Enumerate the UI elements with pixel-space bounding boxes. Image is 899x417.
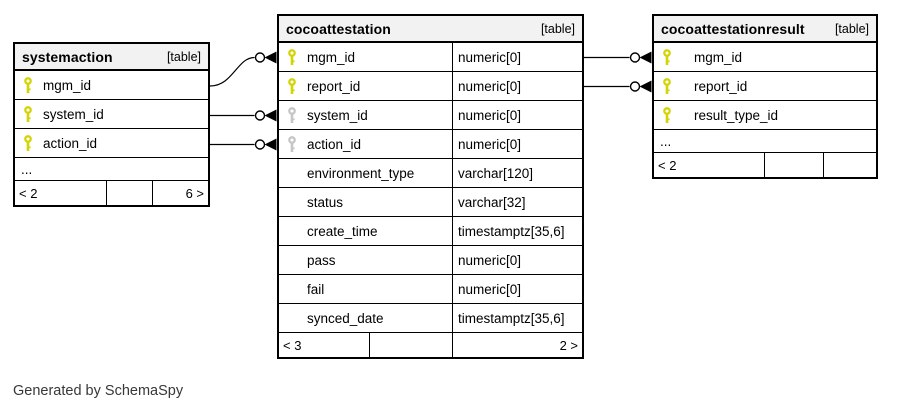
table-row: status varchar[32]: [279, 188, 582, 217]
footer-parents-count: < 2: [658, 157, 677, 173]
column-name: system_id: [307, 107, 368, 123]
column-type: numeric[0]: [452, 43, 582, 71]
table-title: cocoattestation: [286, 20, 391, 37]
generated-by-note: Generated by SchemaSpy: [13, 383, 184, 399]
hidden-columns-ellipsis: ...: [654, 130, 876, 153]
footer-children-count: 6 >: [185, 185, 204, 201]
column-name: mgm_id: [307, 49, 356, 65]
relationship-system-id: [210, 109, 277, 122]
column-name: action_id: [307, 136, 362, 152]
footer-parents-count: < 3: [283, 337, 302, 353]
table-row: pass numeric[0]: [279, 246, 582, 275]
footer-middle-cell: [369, 333, 453, 357]
foreign-key-icon: [287, 135, 297, 153]
table-cocoattestation[interactable]: cocoattestation [table] mgm_id numeric[0…: [277, 14, 584, 359]
footer-parents-count: < 2: [19, 185, 38, 201]
relationship-action-id: [210, 138, 277, 151]
table-row: environment_type varchar[120]: [279, 159, 582, 188]
column-name: mgm_id: [43, 77, 92, 93]
table-row: action_id numeric[0]: [279, 130, 582, 159]
table-title: systemaction: [22, 48, 113, 65]
column-name: status: [307, 194, 344, 210]
no-key-spacer: [287, 165, 297, 182]
primary-key-icon: [23, 105, 33, 123]
no-key-spacer: [287, 310, 297, 327]
column-type: numeric[0]: [452, 275, 582, 303]
table-row: result_type_id: [654, 101, 876, 130]
column-name: result_type_id: [694, 107, 779, 123]
table-systemaction[interactable]: systemaction [table] mgm_id system_id ac…: [13, 42, 210, 207]
table-row: system_id numeric[0]: [279, 101, 582, 130]
no-key-spacer: [287, 281, 297, 298]
primary-key-icon: [23, 76, 33, 94]
column-type: numeric[0]: [452, 72, 582, 100]
table-footer: < 2: [654, 153, 876, 177]
no-key-spacer: [287, 223, 297, 240]
table-row: synced_date timestamptz[35,6]: [279, 304, 582, 333]
column-name: mgm_id: [694, 49, 743, 65]
column-name: report_id: [307, 78, 361, 94]
primary-key-icon: [662, 48, 672, 66]
footer-middle-cell: [764, 153, 824, 177]
column-type: numeric[0]: [452, 101, 582, 129]
foreign-key-icon: [287, 106, 297, 124]
column-name: environment_type: [307, 165, 415, 181]
primary-key-icon: [662, 77, 672, 95]
table-header[interactable]: systemaction [table]: [15, 44, 208, 71]
column-type: numeric[0]: [452, 246, 582, 274]
no-key-spacer: [287, 194, 297, 211]
table-footer: < 3 2 >: [279, 333, 582, 357]
column-name: fail: [307, 281, 325, 297]
column-type: timestamptz[35,6]: [452, 304, 582, 332]
footer-children-count: [824, 153, 876, 177]
column-type: timestamptz[35,6]: [452, 217, 582, 245]
footer-middle-cell: [106, 181, 153, 205]
primary-key-icon: [662, 106, 672, 124]
table-row: mgm_id: [15, 71, 208, 100]
column-name: action_id: [43, 135, 98, 151]
primary-key-icon: [287, 77, 297, 95]
table-header[interactable]: cocoattestation [table]: [279, 16, 582, 43]
table-badge: [table]: [540, 21, 575, 36]
table-badge: [table]: [166, 49, 201, 64]
table-row: report_id numeric[0]: [279, 72, 582, 101]
footer-children-count: 2 >: [559, 337, 578, 353]
table-badge: [table]: [834, 21, 869, 36]
table-footer: < 2 6 >: [15, 181, 208, 205]
primary-key-icon: [287, 48, 297, 66]
primary-key-icon: [23, 134, 33, 152]
table-row: mgm_id numeric[0]: [279, 43, 582, 72]
table-cocoattestationresult[interactable]: cocoattestationresult [table] mgm_id rep…: [652, 14, 878, 179]
table-title: cocoattestationresult: [661, 20, 805, 37]
relationship-mgm-id: [209, 51, 277, 87]
table-row: report_id: [654, 72, 876, 101]
no-key-spacer: [287, 252, 297, 269]
table-header[interactable]: cocoattestationresult [table]: [654, 16, 876, 43]
table-row: action_id: [15, 129, 208, 158]
column-type: numeric[0]: [452, 130, 582, 158]
table-row: create_time timestamptz[35,6]: [279, 217, 582, 246]
column-name: create_time: [307, 223, 378, 239]
column-name: synced_date: [307, 310, 384, 326]
column-name: report_id: [694, 78, 748, 94]
column-type: varchar[32]: [452, 188, 582, 216]
table-row: system_id: [15, 100, 208, 129]
column-name: pass: [307, 252, 336, 268]
column-name: system_id: [43, 106, 104, 122]
relationship-result-report-id: [584, 80, 652, 93]
relationship-result-mgm-id: [584, 51, 652, 64]
hidden-columns-ellipsis: ...: [15, 158, 208, 181]
table-row: fail numeric[0]: [279, 275, 582, 304]
column-type: varchar[120]: [452, 159, 582, 187]
table-row: mgm_id: [654, 43, 876, 72]
